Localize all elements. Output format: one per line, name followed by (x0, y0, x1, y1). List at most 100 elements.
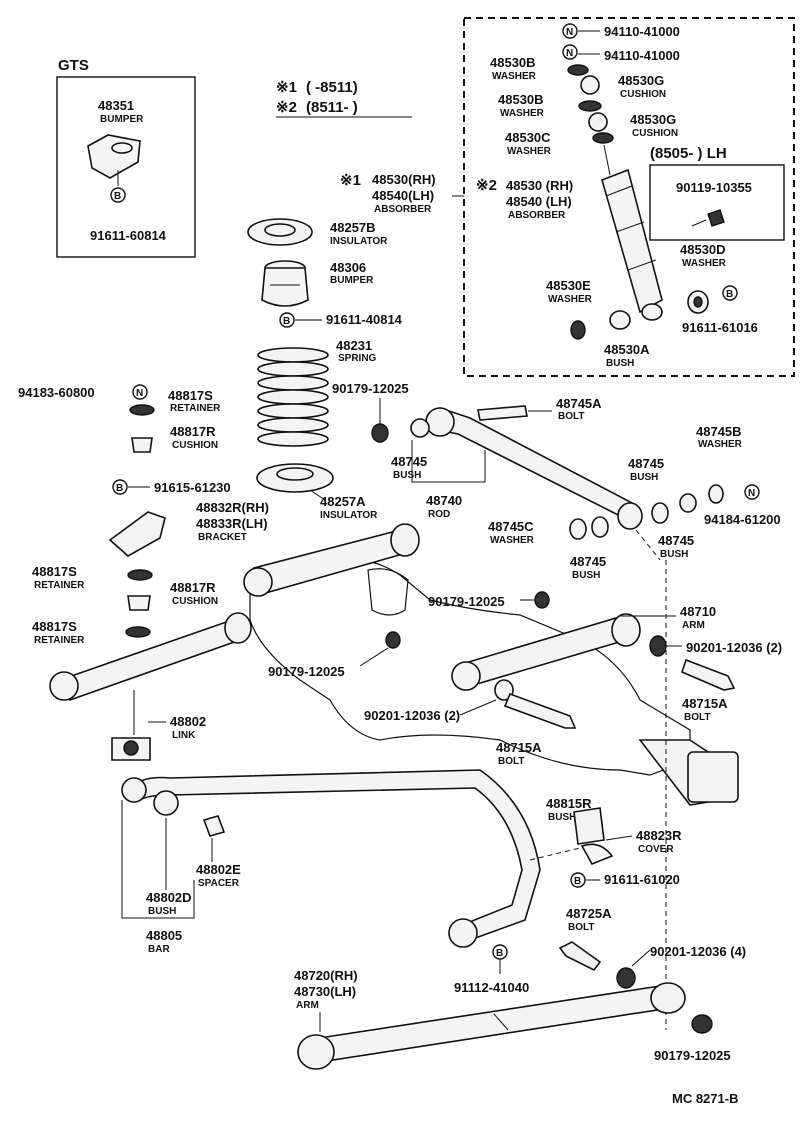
bumper-part (261, 267, 309, 307)
b-symbol-icon (722, 285, 738, 301)
absorber-1-label: ※1 48530(RH) 48540(LH) ABSORBER (340, 172, 464, 215)
svg-text:INSULATOR: INSULATOR (330, 236, 388, 247)
svg-text:48530G: 48530G (630, 112, 676, 127)
svg-text:48817S: 48817S (168, 388, 213, 403)
svg-text:48745: 48745 (570, 554, 606, 569)
b-symbol-icon (110, 187, 126, 203)
svg-text:48530G: 48530G (618, 73, 664, 88)
mid-labels: 90179-12025 48710 ARM 90201-12036 (2) 48… (268, 591, 782, 767)
svg-text:94183-60800: 94183-60800 (18, 385, 95, 400)
n-symbol-icon (562, 44, 578, 60)
svg-text:SPRING: SPRING (338, 353, 377, 364)
svg-text:BUSH: BUSH (606, 358, 634, 369)
svg-text:BOLT: BOLT (684, 712, 710, 723)
svg-text:90179-12025: 90179-12025 (654, 1048, 731, 1063)
gts-bolt-no: 91611-60814 (90, 228, 167, 243)
lower-trailing-arm-part (304, 985, 672, 1063)
svg-text:LINK: LINK (172, 730, 196, 741)
svg-text:48540 (LH): 48540 (LH) (506, 194, 572, 209)
note-2-range: (8511- ) (306, 99, 358, 116)
stabilizer-bar-part (128, 769, 541, 941)
svg-text:48257A: 48257A (320, 494, 366, 509)
svg-text:94110-41000: 94110-41000 (604, 24, 680, 39)
svg-text:BUSH: BUSH (660, 549, 688, 560)
svg-text:B: B (116, 483, 123, 494)
gts-box: GTS 48351 BUMPER B 91611-60814 (56, 57, 196, 258)
svg-text:BUSH: BUSH (148, 906, 176, 917)
axle-housing-outline (249, 529, 739, 1030)
note-1-mark: ※1 (276, 79, 297, 96)
range-notes: ※1 ( -8511) ※2 (8511- ) (276, 79, 412, 118)
diagram-code: MC 8271-B (672, 1091, 738, 1106)
arm-48710-part (460, 617, 628, 687)
svg-text:48745B: 48745B (696, 424, 742, 439)
svg-text:91611-61020: 91611-61020 (604, 872, 680, 887)
svg-text:N: N (566, 48, 573, 59)
svg-text:48745A: 48745A (556, 396, 602, 411)
svg-text:48231: 48231 (336, 338, 372, 353)
absorber-detail-box: N 94110-41000 N 94110-41000 48530B WASHE… (463, 17, 795, 377)
svg-text:RETAINER: RETAINER (170, 403, 221, 414)
svg-text:91615-61230: 91615-61230 (154, 480, 231, 495)
svg-text:48530C: 48530C (505, 130, 551, 145)
svg-text:48730(LH): 48730(LH) (294, 984, 356, 999)
svg-text:48257B: 48257B (330, 220, 376, 235)
svg-text:BUMPER: BUMPER (330, 275, 374, 286)
rod-bolt-part (477, 405, 528, 421)
svg-text:90201-12036 (2): 90201-12036 (2) (364, 708, 460, 723)
svg-text:BUSH: BUSH (548, 812, 576, 823)
svg-text:COVER: COVER (638, 844, 674, 855)
svg-text:48725A: 48725A (566, 906, 612, 921)
lower-arm-group: 48725A BOLT 90201-12036 (4) B 91112-4104… (294, 906, 746, 1070)
svg-text:CUSHION: CUSHION (620, 89, 666, 100)
gts-bumper-part (87, 134, 141, 179)
svg-text:BUSH: BUSH (572, 570, 600, 581)
n-symbol-icon (562, 23, 578, 39)
svg-text:SPACER: SPACER (198, 878, 240, 889)
svg-text:BOLT: BOLT (498, 756, 524, 767)
svg-text:N: N (566, 27, 573, 38)
svg-text:94184-61200: 94184-61200 (704, 512, 781, 527)
svg-text:ROD: ROD (428, 509, 450, 520)
svg-text:48817R: 48817R (170, 580, 216, 595)
svg-text:WASHER: WASHER (698, 439, 743, 450)
differential-mount-part (687, 751, 739, 803)
svg-text:WASHER: WASHER (682, 258, 727, 269)
svg-text:91112-41040: 91112-41040 (454, 980, 529, 995)
b-symbol-icon (279, 312, 295, 328)
svg-text:48802E: 48802E (196, 862, 241, 877)
svg-text:B: B (114, 191, 121, 202)
svg-text:BRACKET: BRACKET (198, 532, 247, 543)
svg-text:RETAINER: RETAINER (34, 580, 85, 591)
svg-text:48530B: 48530B (498, 92, 544, 107)
bolt-10355-part (707, 209, 725, 227)
svg-text:48802D: 48802D (146, 890, 192, 905)
note-2-mark: ※2 (276, 99, 297, 116)
svg-text:91611-61016: 91611-61016 (682, 320, 758, 335)
svg-text:48815R: 48815R (546, 796, 592, 811)
svg-text:B: B (726, 289, 733, 300)
svg-text:WASHER: WASHER (490, 535, 535, 546)
svg-text:WASHER: WASHER (548, 294, 593, 305)
b-symbol-icon (570, 872, 586, 888)
gts-bumper-hole (111, 142, 133, 154)
gts-frame (56, 76, 196, 258)
svg-text:48720(RH): 48720(RH) (294, 968, 358, 983)
absorber-box-frame (463, 17, 795, 377)
bolt-48715a-right-part (681, 658, 736, 691)
svg-text:B: B (574, 876, 581, 887)
coil-spring-part (257, 347, 329, 447)
svg-text:48802: 48802 (170, 714, 206, 729)
svg-text:90179-12025: 90179-12025 (332, 381, 409, 396)
upper-left-arm-part (252, 529, 412, 595)
svg-text:48817S: 48817S (32, 619, 77, 634)
svg-text:BUSH: BUSH (630, 472, 658, 483)
shock-absorber-part (601, 144, 663, 321)
svg-text:48745C: 48745C (488, 519, 534, 534)
svg-text:RETAINER: RETAINER (34, 635, 85, 646)
svg-text:48745: 48745 (628, 456, 664, 471)
lateral-rod-group: 90179-12025 48745A BOLT 48745 BUSH 48740… (332, 381, 781, 581)
svg-text:WASHER: WASHER (500, 108, 545, 119)
svg-text:CUSHION: CUSHION (632, 128, 678, 139)
svg-text:48745: 48745 (391, 454, 427, 469)
